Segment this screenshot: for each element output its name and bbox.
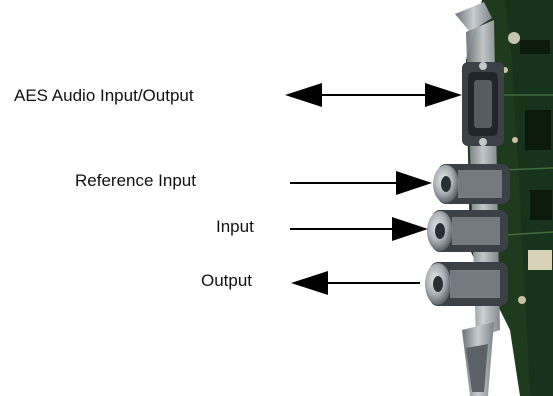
- aes-audio-io-label: AES Audio Input/Output: [14, 86, 194, 105]
- input-label: Input: [216, 217, 254, 236]
- aes-connector: [462, 62, 504, 146]
- output-bnc-connector: [425, 262, 508, 306]
- reference-input-label: Reference Input: [75, 171, 196, 190]
- input-bnc-connector: [427, 210, 508, 252]
- reference-bnc-connector: [433, 164, 510, 204]
- reference-arrow: [290, 171, 432, 195]
- output-arrow: [291, 271, 420, 295]
- output-label: Output: [201, 271, 253, 290]
- aes-double-arrow: [285, 83, 462, 107]
- input-arrow: [290, 217, 428, 241]
